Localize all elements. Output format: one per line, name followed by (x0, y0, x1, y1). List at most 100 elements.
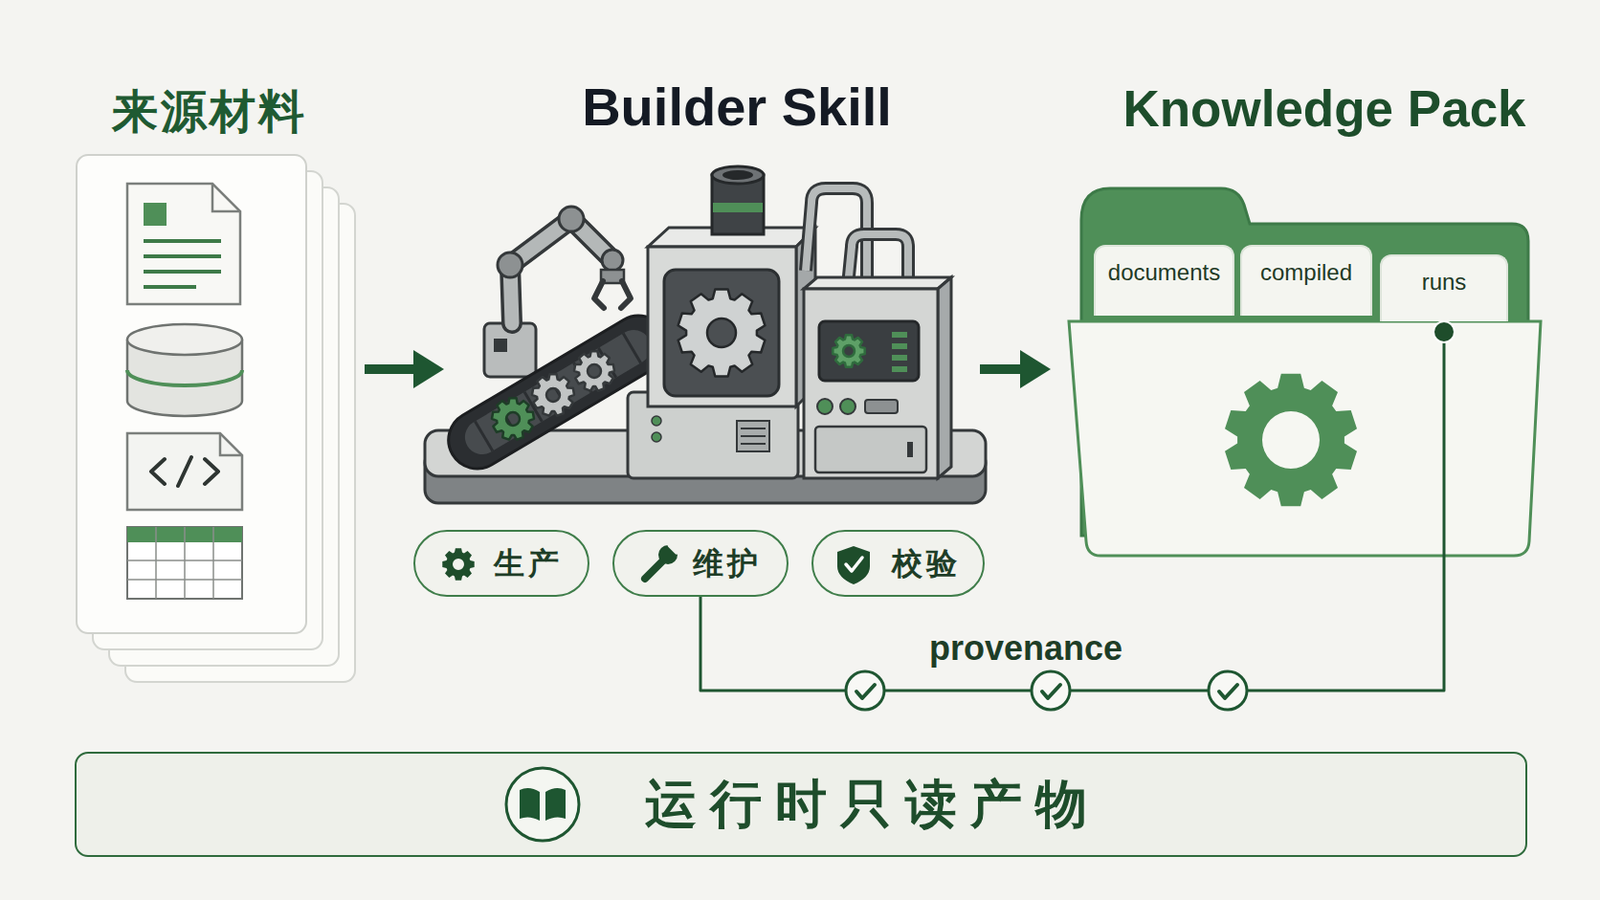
shield-icon (837, 546, 870, 585)
folder-front (1068, 321, 1541, 556)
main-unit-panel (664, 269, 779, 397)
robot-joint (558, 206, 584, 232)
gear-symbol (832, 334, 865, 367)
robot-gripper (594, 281, 631, 309)
folder-tab: documents (1093, 244, 1235, 316)
robot-arm-outline (510, 219, 613, 324)
main-unit-top (647, 227, 816, 247)
cabinet-door (815, 426, 927, 473)
screen-bar (891, 332, 908, 338)
wrench-head (658, 545, 678, 565)
database-top (127, 324, 243, 356)
database-band (127, 370, 243, 386)
process-pill: 校验 (811, 530, 985, 598)
database-body (127, 339, 243, 417)
machine-base-top (424, 430, 986, 477)
robot-arm (510, 219, 613, 324)
pill-label: 校验 (891, 544, 961, 583)
process-pill: 维护 (612, 530, 789, 598)
folder-front-art (1068, 321, 1541, 556)
screen-bar (891, 366, 908, 373)
wrench-handle (644, 560, 664, 579)
belt-track (458, 323, 658, 461)
robot-wrist (600, 269, 624, 284)
screen-bar (891, 355, 908, 361)
belt-frame (438, 305, 679, 480)
provenance-dot (1433, 321, 1455, 343)
cylinder-opening (722, 170, 754, 180)
cabinet-front (803, 288, 938, 479)
icon-gear-group (442, 548, 474, 580)
section-heading: 来源材料 (111, 82, 308, 140)
main-unit-front (647, 246, 797, 407)
section-heading: Builder Skill (574, 76, 900, 138)
code-symbol (151, 457, 219, 487)
band-label: 运行时只读产物 (644, 774, 1101, 836)
table-icon (127, 527, 243, 600)
check-circle (1031, 671, 1070, 711)
edge-label: provenance (929, 627, 1123, 670)
cabinet-screen (819, 321, 919, 381)
cabinet-top (803, 277, 952, 289)
check-mark (1219, 685, 1238, 699)
cabinet-handle (907, 442, 913, 458)
folder-art (1081, 188, 1529, 536)
pipe-outline (805, 188, 867, 286)
book-page (545, 788, 566, 822)
table-header (127, 527, 243, 543)
cabinet-slot (865, 400, 898, 414)
section-heading: Knowledge Pack (1085, 78, 1564, 140)
cabinet-side (937, 277, 952, 479)
book-page (519, 788, 540, 822)
check-mark (856, 685, 875, 699)
flow-arrow (364, 364, 429, 375)
folder-back (1081, 188, 1529, 536)
check-circle (1208, 671, 1247, 711)
tab-label: documents (1095, 246, 1233, 287)
wrench-notch (669, 545, 677, 553)
main-unit-side (796, 227, 816, 407)
tab-label: compiled (1242, 246, 1371, 287)
gear-symbol (442, 548, 474, 580)
vent (736, 421, 770, 452)
gear-symbol (1224, 374, 1357, 507)
document-badge (143, 202, 167, 226)
table-grid (127, 527, 243, 600)
code-file-icon (127, 433, 243, 511)
back-card (125, 203, 356, 683)
check-circle (845, 671, 885, 711)
back-card (92, 171, 323, 650)
conveyor-belt (438, 305, 679, 480)
knowledge-folder: documentscompiledrunsKnowledge Pack (1058, 66, 1541, 556)
back-card (109, 187, 339, 667)
folder-tab: compiled (1240, 244, 1373, 316)
top-cylinder (711, 175, 764, 235)
cylinder-top (711, 166, 764, 184)
screen-bar (891, 343, 908, 350)
status-light (651, 416, 662, 426)
cabinet-button (840, 399, 856, 415)
belt-slats (474, 333, 641, 452)
process-pill: 生产 (413, 530, 590, 598)
gear-symbol (678, 289, 766, 378)
folder-tab: runs (1379, 254, 1509, 322)
gear-symbol (574, 351, 615, 391)
cylinder-band (712, 202, 763, 213)
runtime-band: 运行时只读产物 (74, 752, 1528, 858)
robot-joint (497, 252, 523, 278)
provenance-line (700, 321, 1445, 691)
source-stack-art (76, 155, 356, 683)
tab-label: runs (1381, 256, 1507, 296)
document-lines (143, 241, 222, 288)
pipe (846, 234, 909, 296)
robot-pedestal (484, 323, 536, 378)
gear-symbol (532, 374, 575, 416)
pill-label: 维护 (692, 544, 762, 583)
pipe-outline (846, 234, 909, 296)
code-file-fold (220, 433, 243, 456)
pipe (805, 188, 867, 286)
